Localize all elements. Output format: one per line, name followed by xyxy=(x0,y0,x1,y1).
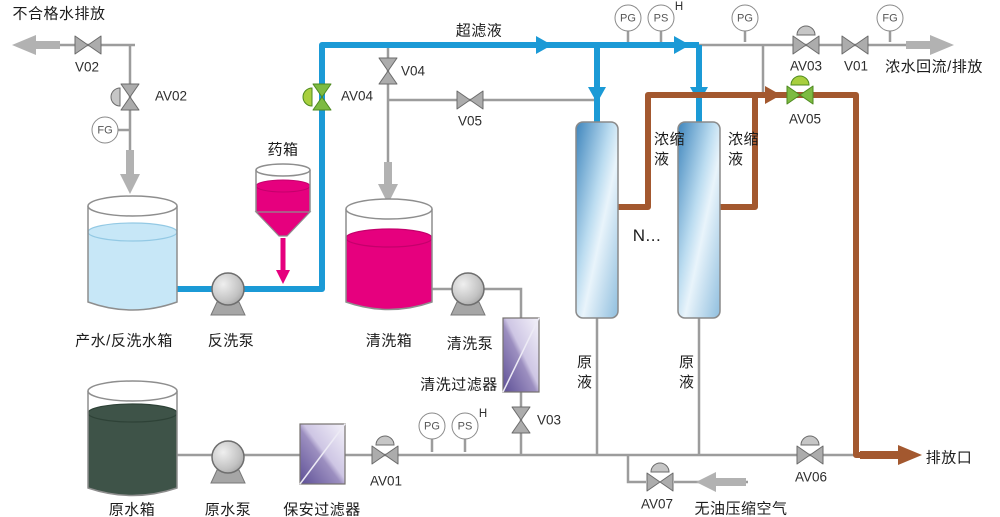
tag-v04: V04 xyxy=(400,63,426,79)
valve-av03 xyxy=(792,25,820,55)
pg-gauge-top-right: PG xyxy=(731,4,759,32)
tag-av04: AV04 xyxy=(340,88,374,104)
tag-v02: V02 xyxy=(74,59,100,75)
tag-av07: AV07 xyxy=(640,496,674,512)
cleaning-tank xyxy=(345,198,433,311)
chemical-tank xyxy=(254,163,312,284)
security-filter xyxy=(299,423,346,485)
label-feed-2: 原液 xyxy=(679,354,695,391)
valve-av07 xyxy=(646,462,674,492)
tag-av05: AV05 xyxy=(788,111,822,127)
label-cleaning-filter: 清洗过滤器 xyxy=(420,376,498,394)
label-compressed-air: 无油压缩空气 xyxy=(694,500,788,517)
ps-gauge-top-center: PS xyxy=(647,4,675,32)
label-feed-1: 原液 xyxy=(577,354,593,391)
valve-v03 xyxy=(511,406,531,434)
pipes-gray xyxy=(52,31,910,484)
label-ultrafiltrate: 超滤液 xyxy=(455,22,503,40)
tag-av01: AV01 xyxy=(369,473,403,489)
valve-av05 xyxy=(786,75,814,105)
label-raw-pump: 原水泵 xyxy=(204,501,252,517)
tag-v01: V01 xyxy=(843,58,869,74)
label-chemical-tank: 药箱 xyxy=(267,141,299,159)
raw-water-tank xyxy=(87,380,178,497)
label-cleaning-pump: 清洗泵 xyxy=(446,335,494,353)
valve-v05 xyxy=(456,90,484,110)
label-discharge-outlet: 排放口 xyxy=(925,449,973,467)
backwash-pump xyxy=(210,272,246,316)
cleaning-filter xyxy=(502,317,540,393)
label-concentrate-1: 浓缩液 xyxy=(654,131,686,168)
label-membrane-modules: N... xyxy=(632,226,662,245)
fg-gauge-left: FG xyxy=(91,116,119,144)
valve-av04 xyxy=(302,83,332,111)
tag-av03: AV03 xyxy=(789,58,823,74)
fg-gauge-top-right: FG xyxy=(876,4,904,32)
high-alarm-mark-bottom: H xyxy=(478,408,488,420)
gray-flow-arrows xyxy=(12,35,954,492)
cleaning-pump xyxy=(450,272,486,316)
high-alarm-mark-top: H xyxy=(674,1,684,13)
label-cleaning-tank: 清洗箱 xyxy=(365,332,413,350)
tag-v05: V05 xyxy=(457,113,483,129)
tag-v03: V03 xyxy=(536,412,562,428)
brown-flow-arrows xyxy=(765,86,922,465)
ps-gauge-bottom: PS xyxy=(451,412,479,440)
pg-gauge-bottom: PG xyxy=(418,412,446,440)
valve-av06 xyxy=(796,435,824,465)
label-concentrate-return: 浓水回流/排放 xyxy=(885,58,983,76)
valve-v04 xyxy=(378,57,398,85)
valve-v02 xyxy=(74,35,102,55)
raw-water-pump xyxy=(210,440,246,484)
valve-v01 xyxy=(841,35,869,55)
label-security-filter: 保安过滤器 xyxy=(283,501,361,517)
label-unqualified-water-discharge: 不合格水排放 xyxy=(12,5,106,23)
label-concentrate-2: 浓缩液 xyxy=(728,131,760,168)
tag-av02: AV02 xyxy=(154,88,188,104)
membrane-module-2 xyxy=(677,121,721,319)
tag-av06: AV06 xyxy=(794,469,828,485)
product-water-tank xyxy=(87,195,178,311)
label-raw-tank: 原水箱 xyxy=(108,501,156,517)
pipe-ultrafiltrate xyxy=(177,42,702,292)
valve-av01 xyxy=(371,435,399,465)
membrane-module-1 xyxy=(575,121,619,319)
label-backwash-pump: 反洗泵 xyxy=(207,332,255,350)
pg-gauge-top-center: PG xyxy=(614,4,642,32)
valve-av02 xyxy=(110,83,140,111)
label-product-tank: 产水/反洗水箱 xyxy=(75,332,173,350)
